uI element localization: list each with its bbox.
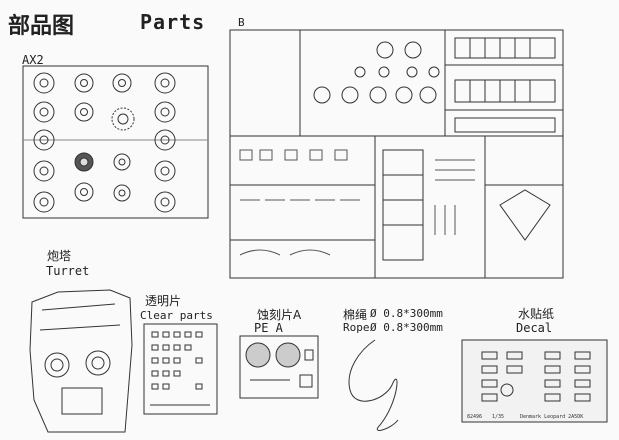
sprue-b-track-section: [382, 149, 551, 261]
decal-scale: 1/35: [492, 414, 504, 420]
sprue-b-rings: [313, 41, 440, 104]
decal-label-cn: 水贴纸: [518, 307, 555, 321]
decal-label-en: Decal: [516, 321, 553, 335]
page-title-cn: 部品图: [8, 14, 75, 39]
sprue-label-ax2: AX2: [22, 53, 44, 67]
rope-label-en: Rope: [343, 321, 370, 334]
pe-fret: [239, 335, 319, 399]
clear-parts-label-en: Clear parts: [140, 309, 213, 322]
decal-name: Denmark Leopard 2A5DK: [520, 414, 583, 420]
sprue-b-small-parts: [239, 149, 475, 256]
road-wheels-right: [154, 72, 176, 213]
page-title-en: Parts: [140, 10, 206, 34]
turret-label-en: Turret: [46, 264, 90, 278]
decal-code: 82496: [467, 414, 482, 420]
clear-parts-sheet: [143, 323, 218, 415]
rope-spec-en: Ø 0.8*300mm: [370, 321, 443, 334]
road-wheels-left: [33, 72, 94, 213]
rope-drawing: [348, 339, 399, 431]
decal-sheet: [461, 339, 608, 423]
rope-label-cn: 棉绳: [343, 308, 368, 322]
sprue-b-frame: [229, 29, 564, 279]
sprue-label-b: B: [238, 16, 245, 29]
pe-label-cn: 蚀刻片A: [257, 308, 302, 322]
turret-drawing: [29, 289, 133, 433]
sprocket-and-idlers: [111, 73, 135, 202]
sprue-b-grilles: [454, 37, 556, 133]
pe-label-en: PE A: [254, 321, 283, 335]
clear-parts-label-cn: 透明片: [145, 294, 182, 308]
turret-label-cn: 炮塔: [47, 249, 72, 263]
rope-spec-cn: Ø 0.8*300mm: [370, 307, 443, 320]
